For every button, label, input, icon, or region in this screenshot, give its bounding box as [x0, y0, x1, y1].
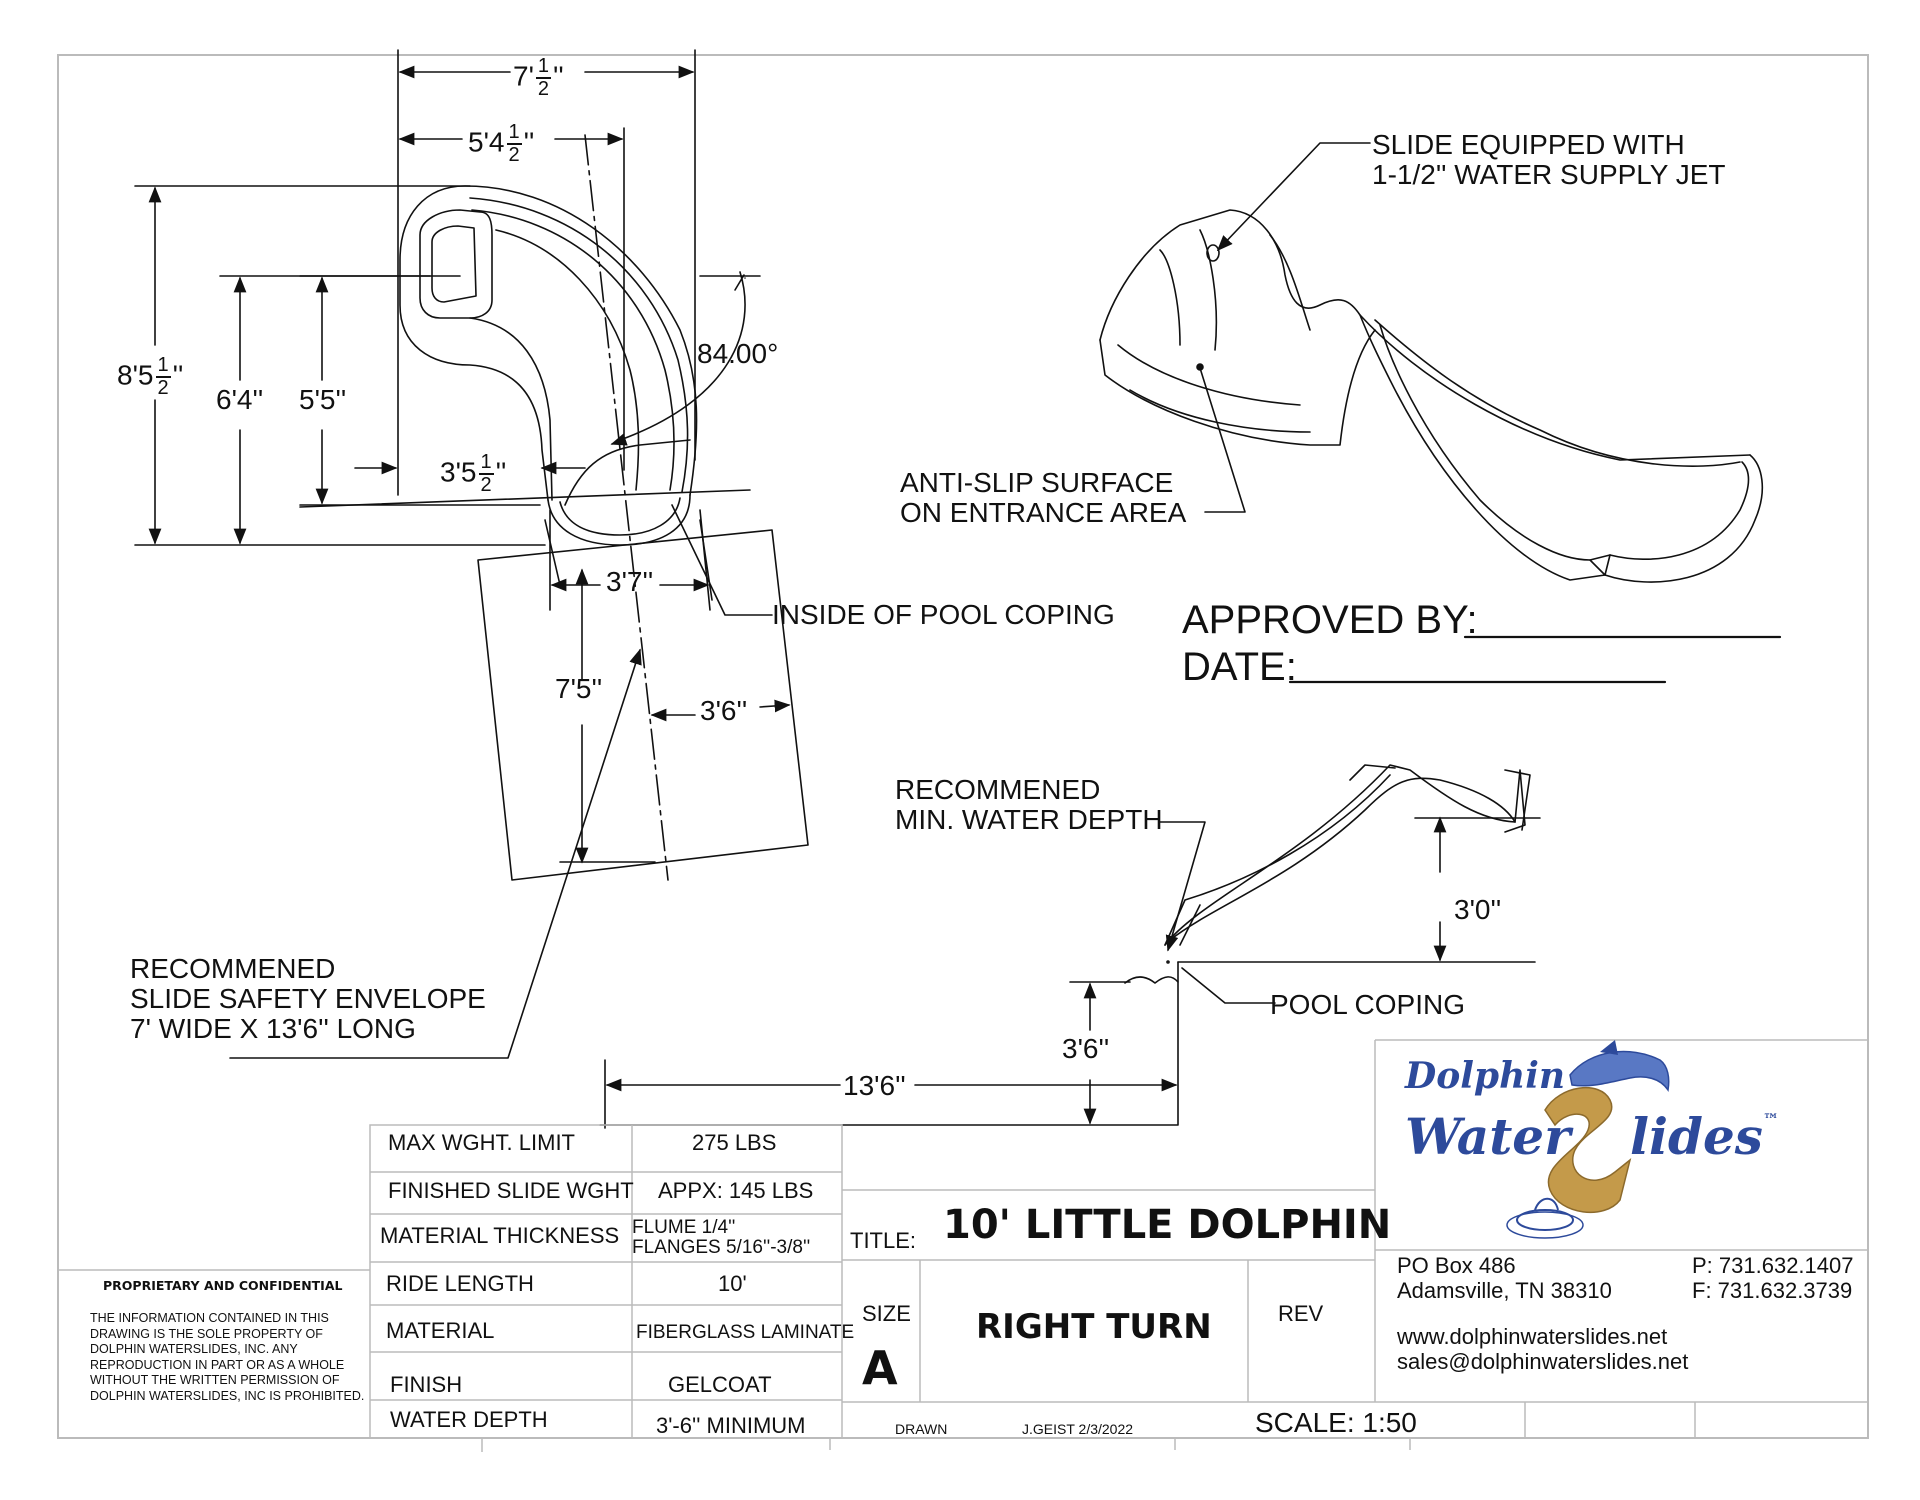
company-address-2: Adamsville, TN 38310 [1397, 1278, 1612, 1303]
drawing-subtitle: RIGHT TURN [976, 1307, 1212, 1347]
isometric-view-slide [1099, 209, 1764, 583]
logo-word-water: Water [1405, 1107, 1571, 1166]
spec-label: MATERIAL [386, 1318, 495, 1343]
spec-label: MAX WGHT. LIMIT [388, 1130, 575, 1155]
dim-water-depth: 3'6'' [1062, 1033, 1110, 1064]
spec-value: FLUME 1/4'' [632, 1217, 736, 1238]
title-block-grid [58, 1039, 1868, 1452]
spec-label: FINISHED SLIDE WGHT [388, 1178, 634, 1203]
dolphin-icon [1569, 1050, 1670, 1092]
spec-label: FINISH [390, 1372, 463, 1397]
dim-mid-height: 6'4'' [216, 384, 264, 415]
spec-label: WATER DEPTH [390, 1407, 548, 1432]
callout-inside-coping: INSIDE OF POOL COPING [772, 599, 1115, 630]
date-label: DATE: [1182, 645, 1297, 689]
size-label: SIZE [862, 1301, 911, 1326]
spec-value: GELCOAT [668, 1372, 772, 1397]
sheet-border [57, 54, 1869, 1439]
dim-exit-width: 3'7'' [606, 566, 654, 597]
drawn-label: DRAWN [895, 1421, 948, 1437]
proprietary-text: THE INFORMATION CONTAINED IN THIS DRAWIN… [90, 1311, 365, 1403]
drawing-title: 10' LITTLE DOLPHIN [943, 1202, 1392, 1248]
dim-half-width: 3'6'' [700, 695, 748, 726]
drawn-by: J.GEIST 2/3/2022 [1022, 1421, 1134, 1437]
rev-label: REV [1278, 1301, 1324, 1326]
proprietary-heading: PROPRIETARY AND CONFIDENTIAL [103, 1278, 343, 1293]
dim-slide-height: 3'0'' [1454, 894, 1502, 925]
logo-word-slides: lides™ [1630, 1107, 1779, 1166]
company-fax: F: 731.632.3739 [1692, 1278, 1853, 1303]
spec-table-grid [369, 1124, 843, 1439]
company-phone: P: 731.632.1407 [1692, 1253, 1854, 1278]
spec-label: RIDE LENGTH [386, 1271, 534, 1296]
spec-value: 10' [718, 1271, 747, 1296]
side-view-slide [1164, 764, 1531, 946]
dim-envelope-depth: 7'5'' [555, 673, 603, 704]
spec-value-2: FLANGES 5/16''-3/8'' [632, 1237, 811, 1258]
dim-envelope-length: 13'6'' [843, 1070, 906, 1101]
spec-value: 275 LBS [692, 1130, 777, 1155]
dim-angle: 84.00° [697, 338, 779, 369]
title-label: TITLE: [850, 1228, 917, 1253]
spec-value: 3'-6'' MINIMUM [656, 1413, 806, 1438]
dim-inner-height: 5'5'' [299, 384, 347, 415]
size-value: A [862, 1341, 898, 1395]
spec-label: MATERIAL THICKNESS [380, 1223, 620, 1248]
centerline [584, 134, 669, 881]
scale-label: SCALE: 1:50 [1255, 1407, 1417, 1438]
company-website: www.dolphinwaterslides.net [1397, 1324, 1668, 1349]
logo-word-dolphin: Dolphin [1405, 1055, 1566, 1097]
slide-swoosh-icon [1544, 1086, 1632, 1214]
coping-line [299, 489, 751, 508]
splash-icon [1516, 1209, 1574, 1231]
safety-envelope [477, 529, 809, 881]
approved-by-label: APPROVED BY: [1182, 598, 1478, 642]
logo-graphic [1506, 1040, 1670, 1239]
callout-pool-coping: POOL COPING [1270, 989, 1466, 1020]
company-address-1: PO Box 486 [1397, 1253, 1516, 1278]
plan-view-slide [399, 185, 698, 546]
company-email: sales@dolphinwaterslides.net [1397, 1349, 1689, 1374]
spec-value: APPX: 145 LBS [658, 1178, 814, 1203]
spec-value: FIBERGLASS LAMINATE [636, 1322, 855, 1343]
